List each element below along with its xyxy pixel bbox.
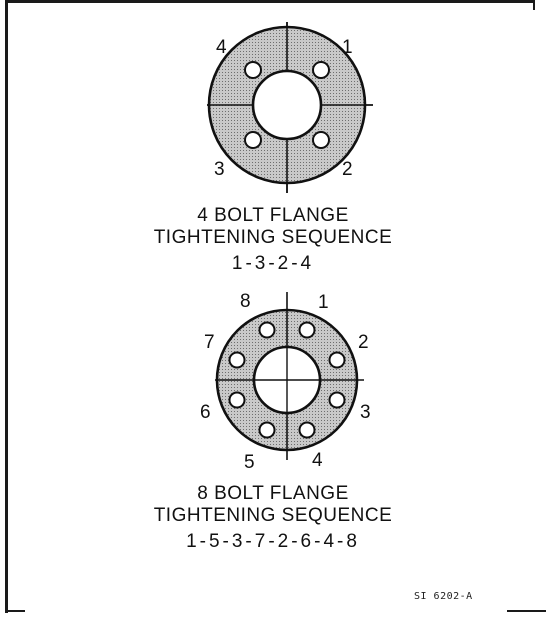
eight-bolt-label-7: 7: [204, 332, 215, 353]
frame-bottom-right-border: [507, 610, 546, 612]
eight-bolt-label-4: 4: [312, 450, 323, 471]
eight-bolt-label-3: 3: [360, 402, 371, 423]
four-bolt-label-4: 4: [216, 37, 227, 58]
four-bolt-flange: 1 2 3 4: [207, 22, 373, 193]
four-bolt-caption-subtitle: TIGHTENING SEQUENCE: [153, 227, 393, 248]
frame-bottom-border: [5, 610, 25, 612]
frame-right-tick: [533, 0, 535, 10]
four-bolt-label-3: 3: [214, 159, 225, 180]
eight-bolt-caption-subtitle: TIGHTENING SEQUENCE: [153, 505, 393, 526]
four-bolt-hole-3: [244, 131, 262, 149]
four-bolt-label-2: 2: [342, 159, 353, 180]
eight-bolt-label-5: 5: [244, 452, 255, 473]
eight-bolt-hole-7: [228, 351, 246, 369]
four-bolt-center-bore: [251, 69, 323, 141]
eight-bolt-label-8: 8: [240, 291, 251, 312]
eight-bolt-hole-2: [328, 351, 346, 369]
eight-bolt-caption-title: 8 BOLT FLANGE: [197, 483, 349, 504]
eight-bolt-hole-1: [298, 321, 316, 339]
four-bolt-hole-4: [244, 61, 262, 79]
frame-left-border: [5, 0, 8, 613]
eight-bolt-hole-8: [258, 321, 276, 339]
four-bolt-label-1: 1: [342, 37, 353, 58]
eight-bolt-hole-3: [328, 391, 346, 409]
eight-bolt-hole-5: [258, 421, 276, 439]
eight-bolt-flange: 1 2 3 4 5 6 7 8: [200, 291, 371, 473]
eight-bolt-hole-4: [298, 421, 316, 439]
eight-bolt-sequence: 1-5-3-7-2-6-4-8: [186, 531, 360, 552]
four-bolt-hole-2: [312, 131, 330, 149]
four-bolt-hole-1: [312, 61, 330, 79]
four-bolt-caption-title: 4 BOLT FLANGE: [197, 205, 349, 226]
eight-bolt-label-6: 6: [200, 402, 211, 423]
eight-bolt-label-1: 1: [318, 292, 329, 313]
eight-bolt-hole-6: [228, 391, 246, 409]
four-bolt-sequence: 1-3-2-4: [231, 253, 315, 274]
figure-code: SI 6202-A: [414, 591, 473, 602]
eight-bolt-label-2: 2: [358, 332, 369, 353]
frame-top-border: [5, 0, 533, 3]
